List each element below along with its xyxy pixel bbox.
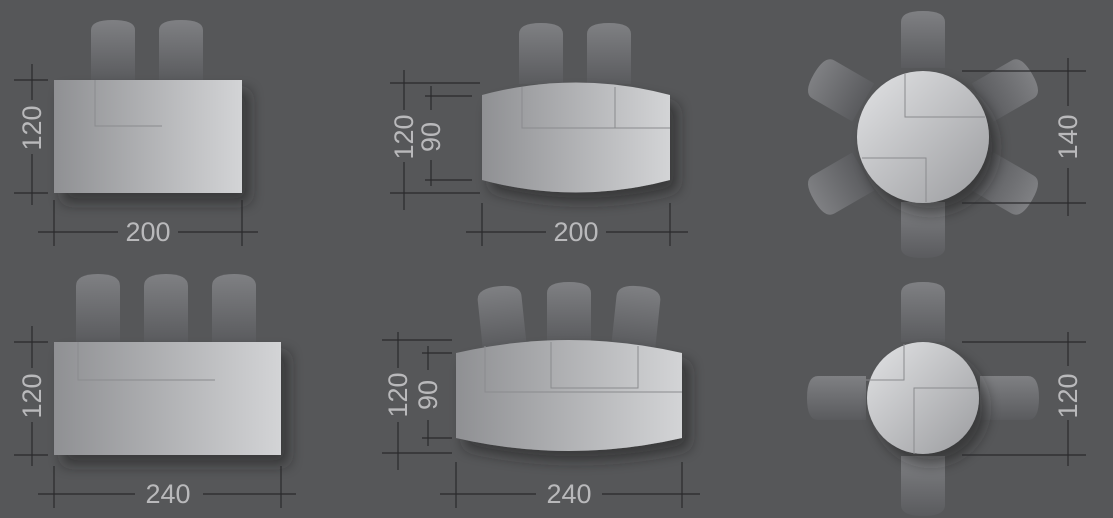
chair (901, 282, 945, 342)
dimension-end-depth (425, 86, 472, 186)
layout-rect-200: 200 120 (14, 20, 258, 247)
dimension-depth (390, 70, 480, 210)
width-label: 200 (125, 217, 170, 247)
width-label: 200 (553, 217, 598, 247)
leg-frame (77, 342, 215, 381)
dimension-width (466, 203, 688, 246)
diameter-label: 120 (1053, 373, 1083, 418)
layout-round-140: 140 (808, 11, 1086, 258)
dimension-depth (382, 332, 452, 470)
chair (519, 23, 563, 84)
chair (547, 282, 591, 342)
layout-barrel-200: 200 120 90 (389, 23, 688, 247)
dimension-depth (14, 326, 48, 466)
leg-frame (484, 346, 682, 393)
chair (980, 376, 1039, 420)
chair (807, 376, 866, 420)
chair (611, 285, 661, 349)
leg-frame (862, 157, 927, 202)
dimension-width (440, 462, 700, 508)
chair (477, 285, 527, 349)
chair (91, 20, 135, 80)
chair (159, 20, 203, 80)
end-depth-label: 90 (413, 380, 443, 410)
chair (144, 274, 188, 342)
layout-rect-240: 240 120 (14, 274, 296, 509)
width-label: 240 (546, 479, 591, 509)
chair (76, 274, 120, 342)
table-rectangular (54, 80, 242, 193)
chair (971, 152, 1038, 215)
table-round (857, 71, 989, 203)
dimension-end-depth (422, 346, 452, 446)
dimension-depth (14, 64, 48, 205)
depth-label: 120 (383, 372, 413, 417)
layout-barrel-240: 240 120 90 (382, 282, 700, 509)
leg-frame (866, 344, 905, 381)
dimension-diameter (962, 58, 1086, 216)
depth-label: 120 (17, 373, 47, 418)
leg-frame (904, 74, 985, 118)
dimension-diameter (962, 332, 1086, 466)
dimension-width (38, 466, 296, 508)
depth-label: 120 (389, 114, 419, 159)
chair (212, 274, 256, 342)
layout-round-120: 120 (807, 282, 1086, 516)
chair (901, 456, 945, 516)
dimension-width (38, 200, 258, 246)
chair (901, 202, 945, 258)
leg-frame (913, 387, 978, 454)
width-label: 240 (145, 479, 190, 509)
chair (587, 23, 631, 84)
leg-frame (550, 342, 639, 389)
chair (808, 59, 875, 122)
chair (808, 152, 875, 215)
diameter-label: 140 (1053, 114, 1083, 159)
table-barrel (482, 82, 670, 193)
table-barrel (456, 340, 682, 451)
table-rectangular (54, 342, 281, 455)
end-depth-label: 90 (416, 122, 446, 152)
leg-frame (94, 80, 162, 127)
depth-label: 120 (17, 105, 47, 150)
chair (901, 11, 945, 68)
chair (971, 59, 1038, 122)
table-round (867, 342, 979, 454)
leg-frame (521, 87, 616, 129)
